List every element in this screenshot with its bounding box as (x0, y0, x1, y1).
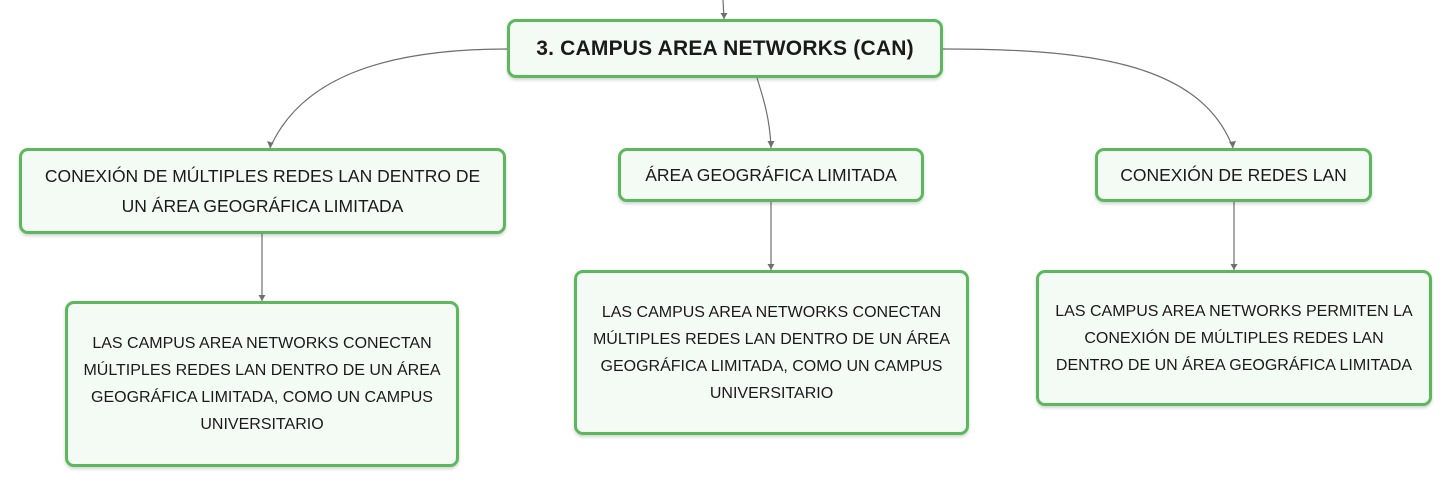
connector-root-to-branch-1 (269, 48, 508, 149)
root-topic-node[interactable]: 3. CAMPUS AREA NETWORKS (CAN) (507, 19, 943, 78)
branch-label: CONEXIÓN DE REDES LAN (1120, 165, 1347, 185)
connector-detail-1-arrowhead (258, 295, 266, 301)
detail-node-multiple-lan-connection[interactable]: LAS CAMPUS AREA NETWORKS CONECTAN MÚLTIP… (65, 301, 459, 467)
branch-label: CONEXIÓN DE MÚLTIPLES REDES LAN DENTRO D… (44, 166, 481, 216)
connector-branch-2-arrowhead (767, 141, 775, 148)
connector-branch-3-arrowhead (1229, 141, 1236, 148)
branch-node-limited-area[interactable]: ÁREA GEOGRÁFICA LIMITADA (618, 148, 924, 202)
detail-text: LAS CAMPUS AREA NETWORKS CONECTAN MÚLTIP… (83, 335, 441, 433)
connector-detail-3-arrowhead (1230, 264, 1238, 270)
root-topic-label: 3. CAMPUS AREA NETWORKS (CAN) (536, 36, 914, 60)
detail-node-limited-area[interactable]: LAS CAMPUS AREA NETWORKS CONECTAN MÚLTIP… (574, 270, 969, 435)
connector-branch-1-arrowhead (267, 141, 274, 148)
connector-parent-arrowhead (720, 13, 728, 19)
connector-root-to-branch-3 (942, 48, 1234, 149)
branch-node-lan-connection[interactable]: CONEXIÓN DE REDES LAN (1095, 148, 1372, 202)
detail-text: LAS CAMPUS AREA NETWORKS CONECTAN MÚLTIP… (592, 303, 951, 402)
detail-node-lan-connection[interactable]: LAS CAMPUS AREA NETWORKS PERMITEN LA CON… (1036, 270, 1432, 406)
branch-label: ÁREA GEOGRÁFICA LIMITADA (645, 165, 897, 185)
connector-detail-2-arrowhead (767, 264, 775, 270)
connector-root-to-branch-2 (756, 77, 772, 149)
detail-text: LAS CAMPUS AREA NETWORKS PERMITEN LA CON… (1055, 302, 1413, 374)
branch-node-multiple-lan-connection[interactable]: CONEXIÓN DE MÚLTIPLES REDES LAN DENTRO D… (19, 148, 506, 234)
